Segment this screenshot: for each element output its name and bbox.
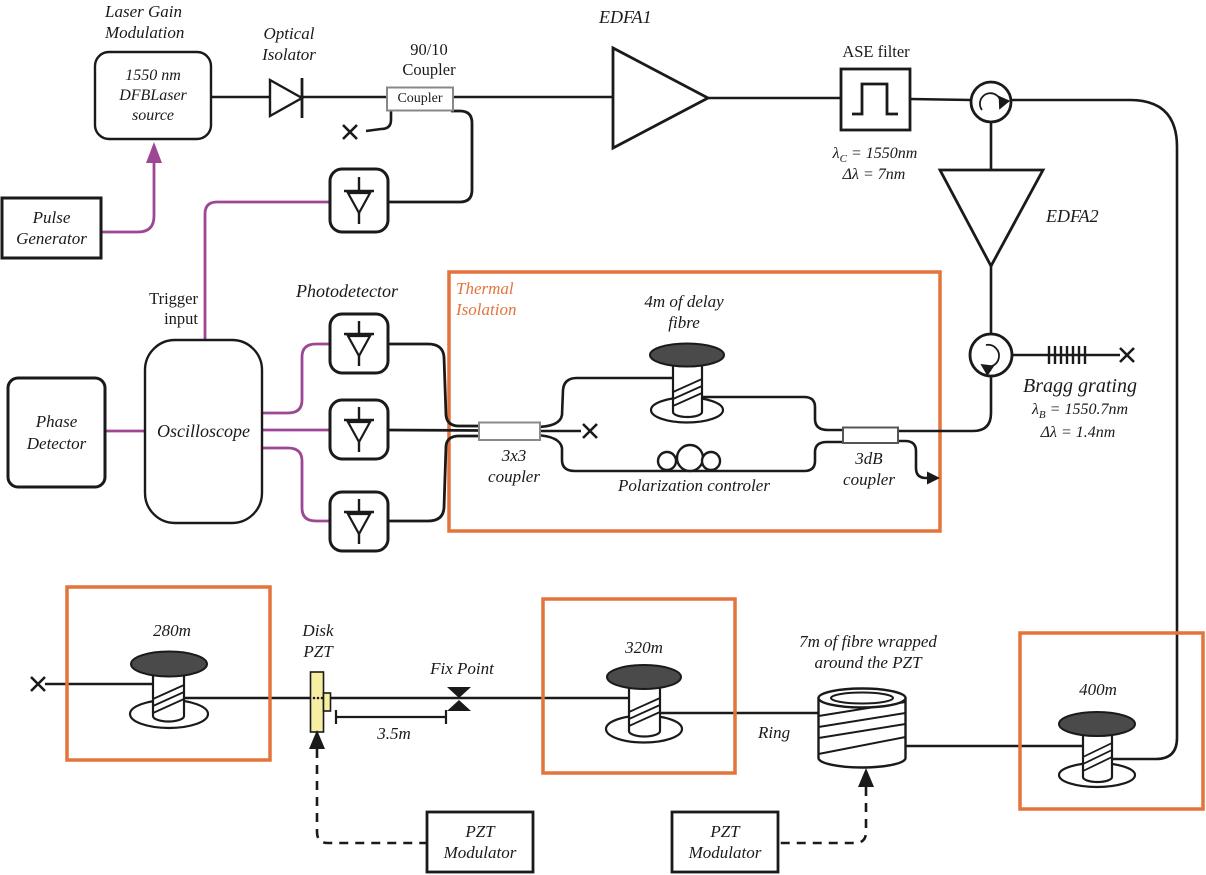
ase-filter-box — [839, 67, 912, 132]
photodiode-1 — [328, 312, 390, 375]
optical-isolator-symbol — [268, 77, 305, 119]
coupler-90-10-box — [386, 86, 454, 112]
circulator-1 — [969, 80, 1013, 124]
disk-pzt-label: Disk PZT — [302, 621, 334, 661]
fibre-end-x-bragg — [1119, 347, 1135, 363]
thermal-isolation-box — [447, 270, 942, 533]
pd-output-lines — [387, 342, 486, 523]
fibre-spool-320m — [604, 664, 684, 744]
dimension-3-5m — [334, 710, 448, 724]
isolation-boxes — [65, 270, 1205, 811]
polarization-controller-symbol — [656, 443, 722, 473]
coupler-3db-label: 3dB coupler — [843, 449, 895, 489]
edfa1-label: EDFA1 — [599, 7, 652, 27]
fibre-end-x-coupler — [342, 124, 358, 140]
ring-label: Ring — [758, 723, 791, 742]
fibre-spool-400m — [1057, 711, 1137, 789]
isolation-box-400m — [1018, 631, 1205, 811]
thermal-isolation-label: Thermal Isolation — [456, 279, 517, 319]
fix-point-symbol — [447, 687, 471, 711]
delay-fibre-label: 4m of delay fibre — [644, 292, 724, 332]
laser-gain-modulation-label: Laser Gain Modulation — [105, 2, 185, 42]
fibre-end-x-bottom-left — [30, 676, 46, 692]
oscilloscope-box — [143, 338, 264, 525]
ase-filter-label: ASE filter — [842, 42, 910, 61]
edfa2-symbol — [937, 168, 1046, 269]
edfa2-label: EDFA2 — [1046, 206, 1099, 226]
phase-detector-box — [6, 376, 107, 489]
polarization-controller-label: Polarization controler — [618, 476, 770, 495]
up-arrowhead — [146, 142, 162, 163]
pzt-modulator-2-box — [670, 810, 780, 874]
spool-320m-label: 320m — [625, 638, 663, 657]
pulse-generator-label: Pulse Generator — [16, 207, 87, 248]
electrical-lines — [101, 142, 330, 523]
pzt-modulator-2-label: PZT Modulator — [688, 821, 762, 862]
photodiode-3 — [328, 490, 390, 553]
coupler-3db-box — [842, 426, 899, 444]
pzt-modulator-1-link — [309, 730, 427, 845]
pd0-to-trigger-line — [203, 200, 330, 340]
photodiode-2 — [328, 398, 390, 461]
trigger-input-label: Trigger input — [149, 289, 198, 329]
dfb-laser-box — [93, 50, 213, 141]
edfa1-symbol — [611, 45, 712, 151]
interferometer-lines — [534, 376, 940, 485]
coupler-to-pd0-line — [388, 109, 474, 204]
pzt-modulator-1-label: PZT Modulator — [443, 821, 517, 862]
ase-delta-label: Δλ = 7nm — [842, 166, 906, 183]
delay-fibre-spool — [649, 342, 725, 424]
spool-400m-label: 400m — [1079, 680, 1117, 699]
photodiode-top — [328, 167, 390, 234]
circ2-to-3db-line — [898, 376, 993, 433]
disk-pzt-symbol — [309, 671, 332, 733]
ring-pzt — [817, 687, 907, 769]
osc-to-pd3-line — [262, 446, 330, 523]
ase-lambda-label: λC = 1550nm — [832, 145, 918, 166]
pulse-generator-box — [0, 196, 103, 260]
fibre-spool-280m — [128, 650, 210, 730]
bandpass-icon — [852, 82, 898, 116]
optical-isolator-label: Optical Isolator — [262, 24, 316, 64]
circulator-2 — [968, 332, 1014, 378]
isolation-box-320m — [541, 597, 737, 775]
bragg-grating-symbol — [1012, 346, 1135, 364]
coupler-3x3-box — [478, 421, 541, 441]
pulse-gen-to-laser-line — [101, 162, 156, 234]
bragg-lambda-label: λB = 1550.7nm — [1031, 401, 1129, 422]
coupler-box-label: Coupler — [397, 90, 443, 106]
coupler-tap-x-line — [365, 111, 393, 133]
spool-280m-label: 280m — [153, 621, 191, 640]
photodetector-label: Photodetector — [296, 281, 398, 301]
bragg-grating-label: Bragg grating — [1023, 375, 1137, 397]
dimension-3-5m-label: 3.5m — [377, 724, 411, 743]
osc-to-pd1-line — [262, 342, 330, 415]
pzt-modulator-2-link — [778, 768, 874, 845]
fibre-7m-label: 7m of fibre wrapped around the PZT — [799, 632, 937, 672]
output-arrowhead — [927, 471, 940, 485]
sensing-fibre-lines — [30, 676, 1083, 748]
feed-fibre-line — [1011, 98, 1179, 761]
coupler-3x3-label: 3x3 coupler — [488, 446, 540, 486]
oscilloscope-label: Oscilloscope — [157, 421, 250, 442]
fix-point-label: Fix Point — [430, 659, 494, 678]
pzt-modulator-1-box — [425, 810, 535, 874]
ase-to-circulator-line — [909, 97, 972, 102]
coupler-90-10-label: 90/10 Coupler — [402, 40, 456, 80]
dfb-laser-label: 1550 nm DFBLaser source — [119, 66, 187, 124]
bragg-delta-label: Δλ = 1.4nm — [1040, 424, 1116, 441]
fibre-end-x-3x3 — [582, 423, 598, 439]
isolation-box-280m — [65, 585, 272, 762]
phase-detector-label: Phase Detector — [26, 412, 87, 453]
